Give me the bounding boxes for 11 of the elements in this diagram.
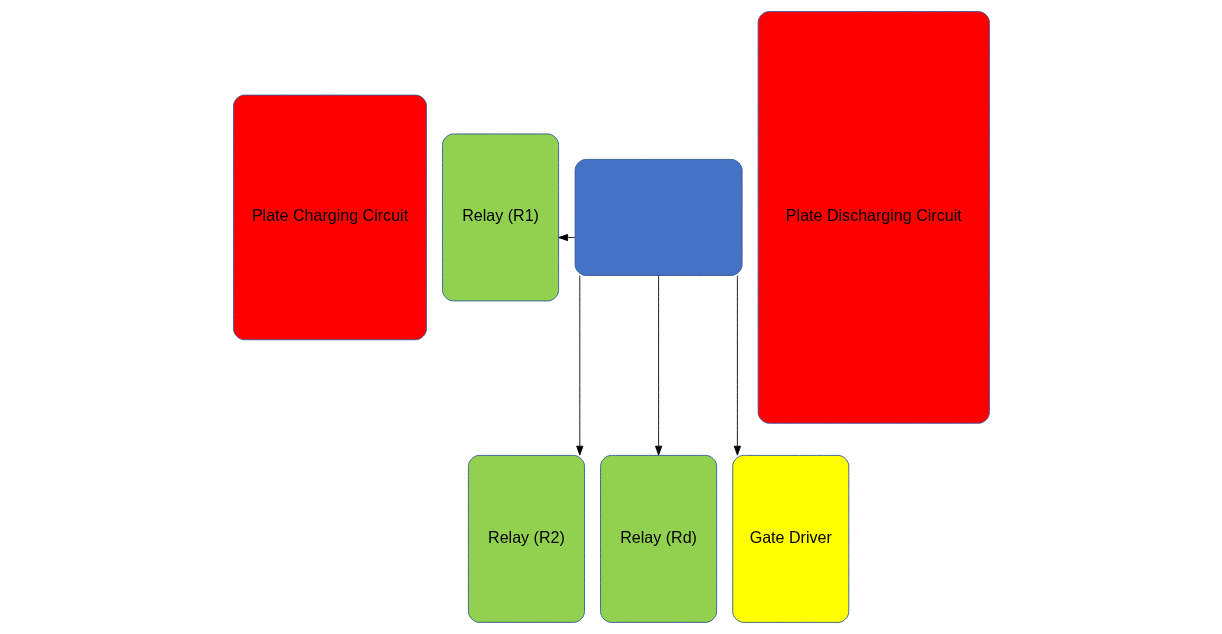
arrow xyxy=(654,275,662,456)
node-box: Relay (R1) xyxy=(441,133,559,302)
arrow xyxy=(733,275,741,456)
node-box xyxy=(574,158,743,276)
node-box: Plate Discharging Circuit xyxy=(757,11,990,424)
arrow xyxy=(557,233,575,242)
node-box: Relay (Rd) xyxy=(599,454,717,623)
node-box: Gate Driver xyxy=(731,454,849,623)
node-box: Relay (R2) xyxy=(467,454,585,623)
node-box: Plate Charging Circuit xyxy=(232,94,427,341)
arrow xyxy=(575,275,583,456)
